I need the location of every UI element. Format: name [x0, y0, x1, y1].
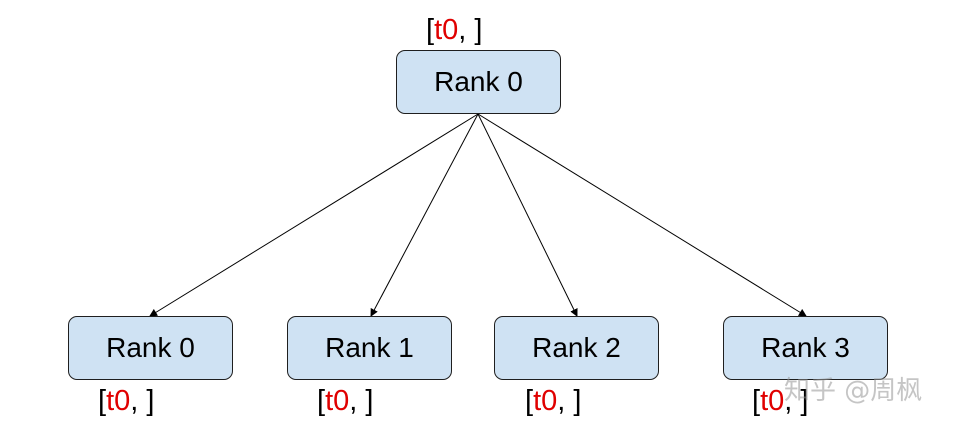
child-tag-rank-2: [t0, ]	[525, 385, 582, 417]
child-tag-value: t0	[760, 385, 785, 417]
root-node: Rank 0	[396, 50, 561, 114]
child-node-label: Rank 2	[532, 332, 621, 363]
root-node-label: Rank 0	[434, 66, 523, 97]
child-tag-rank-3: [t0, ]	[752, 385, 809, 417]
child-node-rank-0: Rank 0	[68, 316, 233, 380]
child-node-label: Rank 0	[106, 332, 195, 363]
edge-root-to-rank-0	[149, 113, 479, 317]
root-tag: [t0, ]	[426, 14, 483, 46]
watermark: 知乎 @周枫	[784, 376, 923, 406]
child-tag-value: t0	[533, 385, 558, 417]
child-tag-rank-0: [t0, ]	[98, 385, 155, 417]
edge-root-to-rank-1	[370, 113, 479, 317]
child-tag-value: t0	[106, 385, 131, 417]
child-node-rank-1: Rank 1	[287, 316, 452, 380]
edge-root-to-rank-3	[477, 113, 807, 317]
child-node-rank-3: Rank 3	[723, 316, 888, 380]
root-tag-value: t0	[434, 14, 459, 46]
edge-root-to-rank-2	[477, 113, 578, 317]
child-tag-rank-1: [t0, ]	[317, 385, 374, 417]
child-node-rank-2: Rank 2	[494, 316, 659, 380]
child-node-label: Rank 3	[761, 332, 850, 363]
child-tag-value: t0	[325, 385, 350, 417]
child-node-label: Rank 1	[325, 332, 414, 363]
